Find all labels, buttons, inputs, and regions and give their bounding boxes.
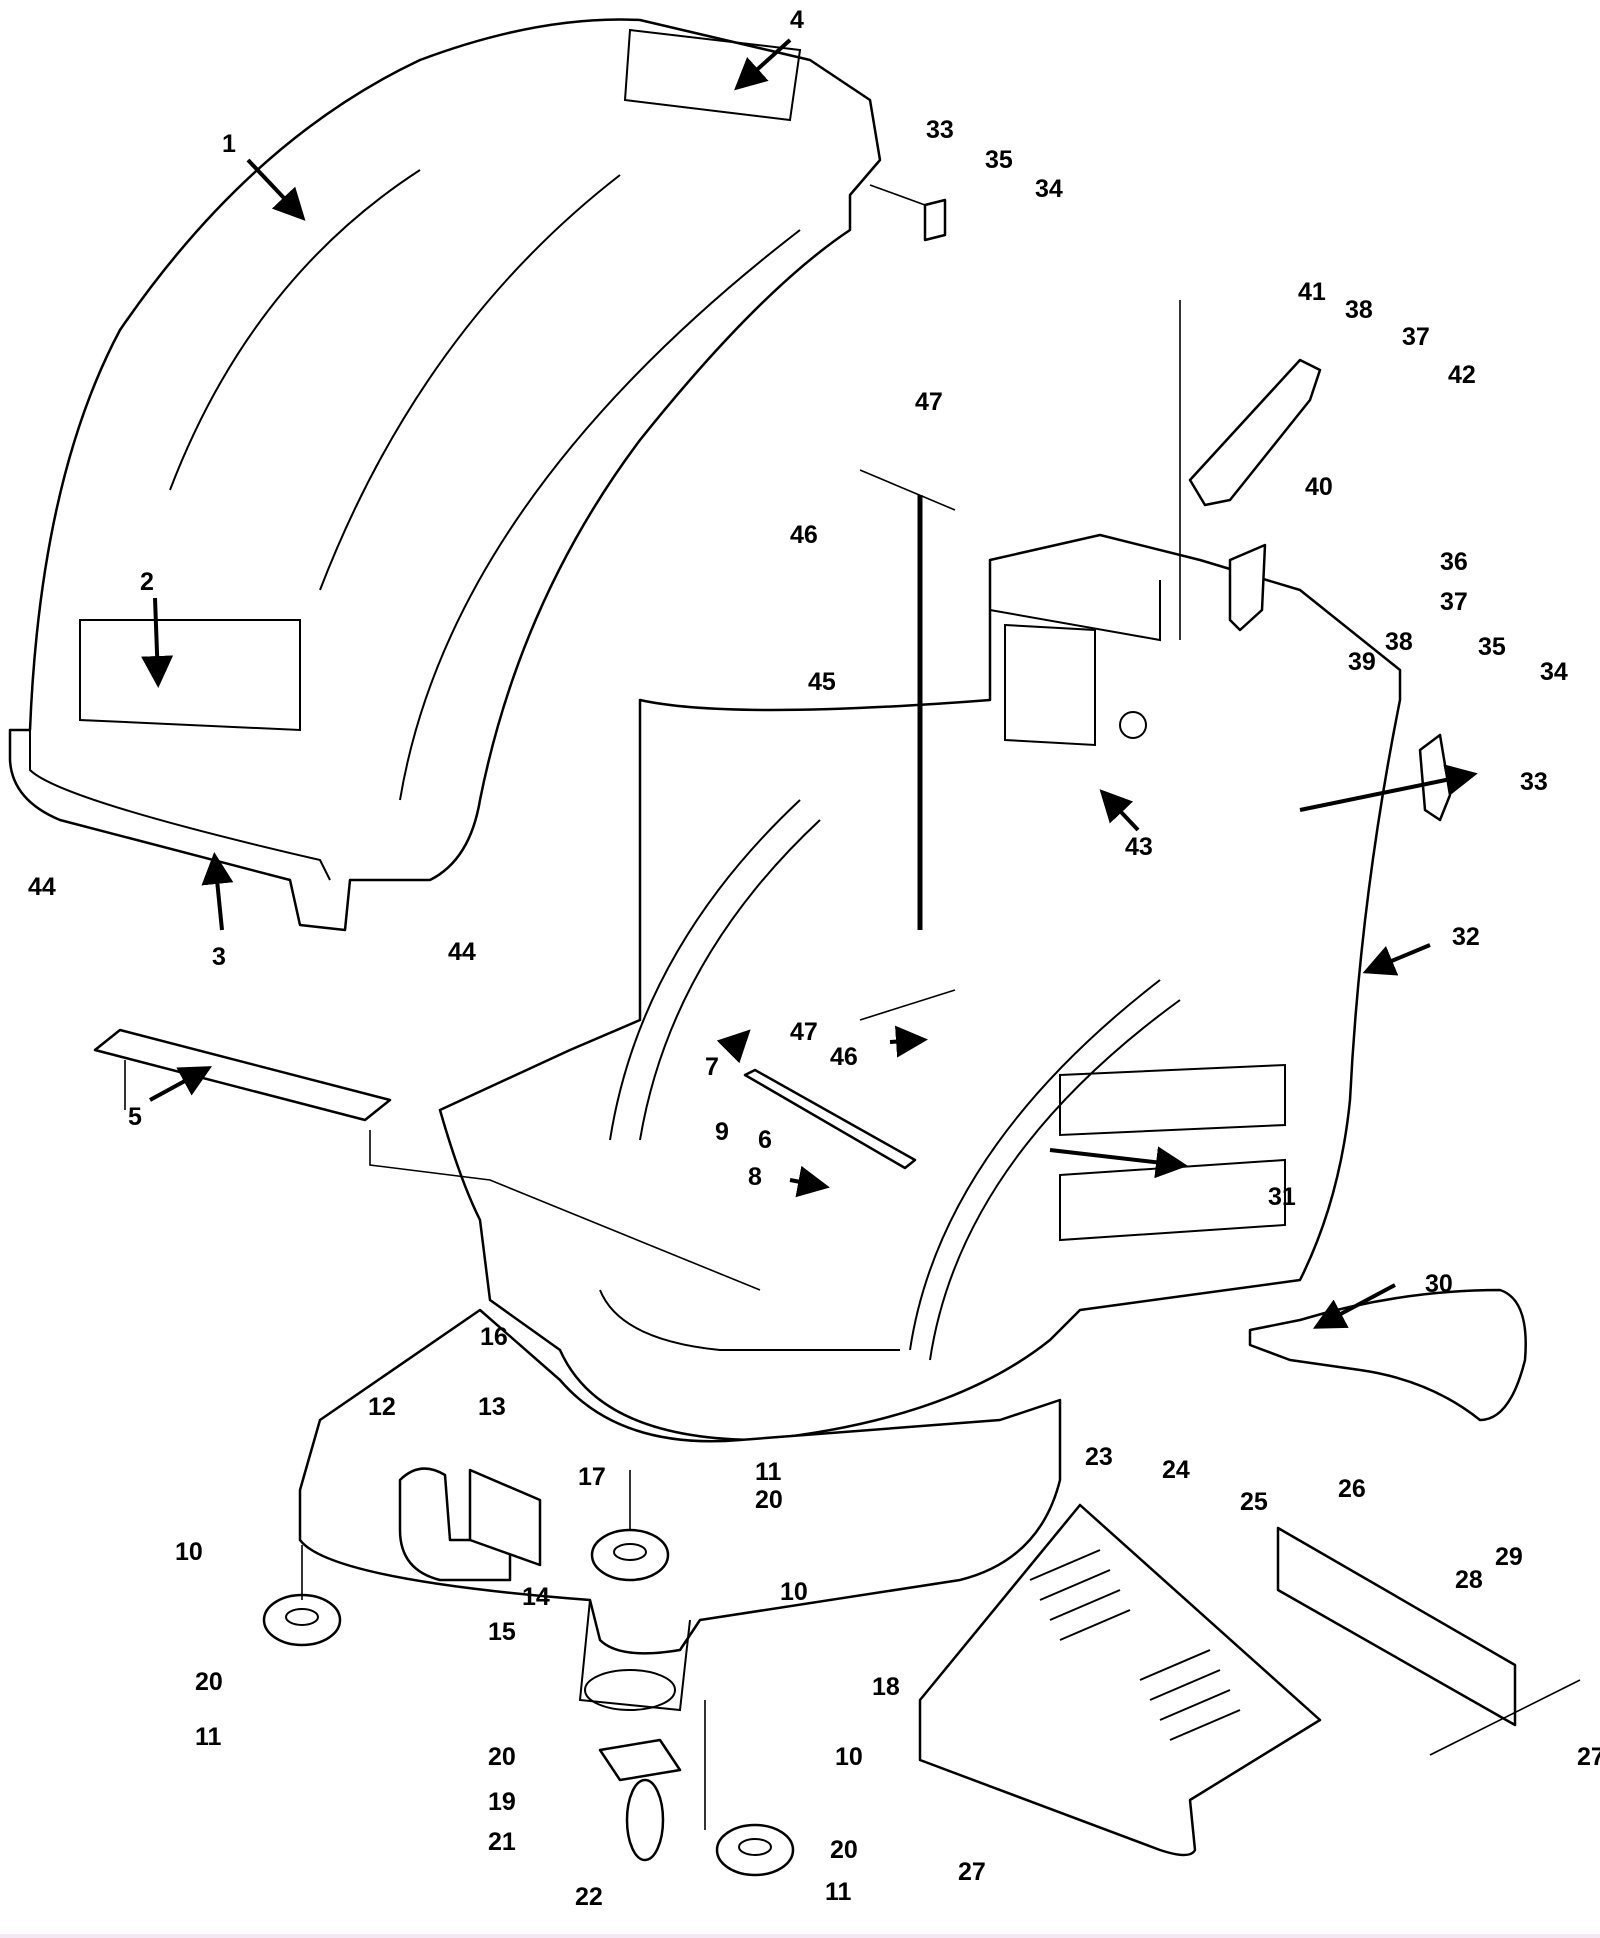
callout-10c: 10: [835, 1743, 863, 1771]
callout-23: 23: [1085, 1443, 1113, 1471]
callout-22: 22: [575, 1883, 603, 1911]
callout-12: 12: [368, 1393, 396, 1421]
bracket-41: [1188, 358, 1322, 507]
callout-27b: 27: [1577, 1743, 1600, 1771]
hinge-26: [1276, 1526, 1517, 1727]
callout-45: 45: [808, 668, 836, 696]
callout-19: 19: [488, 1788, 516, 1816]
callout-11c: 11: [825, 1878, 852, 1906]
callout-10b: 10: [780, 1578, 808, 1606]
callout-18: 18: [872, 1673, 900, 1701]
callout-17: 17: [578, 1463, 606, 1491]
callout-33b: 33: [1520, 768, 1548, 796]
callout-43: 43: [1125, 833, 1153, 861]
callout-20b: 20: [195, 1668, 223, 1696]
callout-31: 31: [1268, 1183, 1296, 1211]
callout-14: 14: [522, 1583, 550, 1611]
strap-9: [743, 1068, 917, 1170]
callout-13: 13: [478, 1393, 506, 1421]
callout-25: 25: [1240, 1488, 1268, 1516]
elbow-12: [398, 1467, 512, 1582]
callout-47b: 47: [790, 1018, 818, 1046]
callout-37a: 37: [1402, 323, 1430, 351]
callout-16: 16: [480, 1323, 508, 1351]
callout-28: 28: [1455, 1566, 1483, 1594]
callout-32: 32: [1452, 923, 1480, 951]
callout-42: 42: [1448, 361, 1476, 389]
callout-36: 36: [1440, 548, 1468, 576]
latch-33: [1418, 733, 1452, 822]
callout-35b: 35: [1478, 633, 1506, 661]
callout-20c: 20: [488, 1743, 516, 1771]
callout-arrows: [141, 38, 1478, 1329]
callout-11a: 11: [755, 1458, 782, 1486]
callout-29: 29: [1495, 1543, 1523, 1571]
callout-41: 41: [1298, 278, 1326, 306]
latch-33-top: [923, 198, 947, 242]
callout-27a: 27: [958, 1858, 986, 1886]
callout-5: 5: [128, 1103, 142, 1131]
callout-10a: 10: [175, 1538, 203, 1566]
callout-44b: 44: [448, 938, 476, 966]
callout-7: 7: [705, 1053, 719, 1081]
wheels: [262, 1528, 795, 1877]
callout-24: 24: [1162, 1456, 1190, 1484]
callout-3: 3: [212, 943, 226, 971]
callout-1: 1: [222, 130, 236, 158]
callout-39: 39: [1348, 648, 1376, 676]
footer-strip: [0, 1934, 1600, 1938]
hinge-5: [93, 1028, 392, 1122]
callout-38b: 38: [1385, 628, 1413, 656]
hood-cover: [8, 18, 882, 932]
callout-20d: 20: [830, 1836, 858, 1864]
callout-15: 15: [488, 1618, 516, 1646]
leader-lines: [124, 184, 1581, 1830]
callout-37b: 37: [1440, 588, 1468, 616]
callout-21: 21: [488, 1828, 516, 1856]
callout-34a: 34: [1035, 175, 1063, 203]
cover-plate: [918, 1503, 1322, 1857]
callout-35a: 35: [985, 146, 1013, 174]
callout-47a: 47: [915, 388, 943, 416]
callout-46b: 46: [830, 1043, 858, 1071]
callout-44a: 44: [28, 873, 56, 901]
callout-8: 8: [748, 1163, 762, 1191]
callout-9: 9: [715, 1118, 729, 1146]
duct: [1248, 1288, 1527, 1422]
callout-46a: 46: [790, 521, 818, 549]
callout-4: 4: [790, 6, 804, 34]
callout-26: 26: [1338, 1475, 1366, 1503]
callout-38a: 38: [1345, 296, 1373, 324]
callout-labels: 1 2 3 4 5 6 7 8 9 10 10 10 11 11 11 12 1…: [28, 6, 1600, 1911]
callout-40: 40: [1305, 473, 1333, 501]
callout-30: 30: [1425, 1270, 1453, 1298]
main-housing: [438, 533, 1402, 1442]
callout-20a: 20: [755, 1486, 783, 1514]
callout-11b: 11: [195, 1723, 222, 1751]
callout-34b: 34: [1540, 658, 1568, 686]
bracket-40: [1228, 543, 1267, 632]
callout-33a: 33: [926, 116, 954, 144]
callout-2: 2: [140, 568, 154, 596]
callout-6: 6: [758, 1126, 772, 1154]
gasket-13: [468, 1468, 542, 1567]
